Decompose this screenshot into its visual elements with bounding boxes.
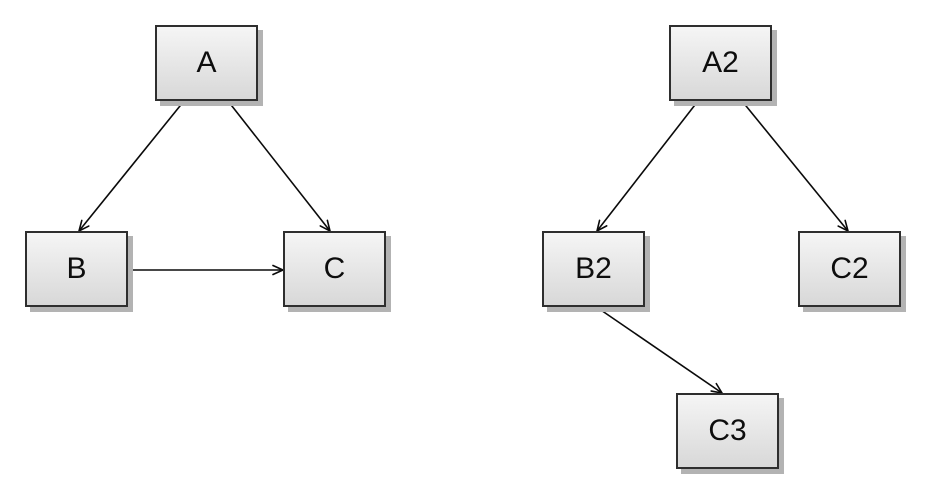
node-c: C — [283, 231, 386, 307]
node-b-label: B — [66, 252, 87, 285]
edge-a2-to-b2 — [595, 100, 699, 233]
node-c3-label: C3 — [708, 414, 747, 447]
node-b: B — [25, 231, 128, 307]
node-a2-label: A2 — [702, 46, 739, 79]
node-c-label: C — [323, 252, 346, 285]
node-a-label: A — [196, 46, 217, 79]
node-b2-label: B2 — [575, 252, 612, 285]
edge-b2-to-c3 — [594, 305, 724, 395]
edge-a-to-c — [227, 100, 332, 233]
edge-a2-to-c2 — [741, 100, 850, 233]
node-a2: A2 — [669, 25, 772, 101]
node-a: A — [155, 25, 258, 101]
node-b2: B2 — [542, 231, 645, 307]
edge-a-to-b — [77, 100, 185, 233]
node-c2-label: C2 — [830, 252, 869, 285]
node-c2: C2 — [798, 231, 901, 307]
node-c3: C3 — [676, 393, 779, 469]
